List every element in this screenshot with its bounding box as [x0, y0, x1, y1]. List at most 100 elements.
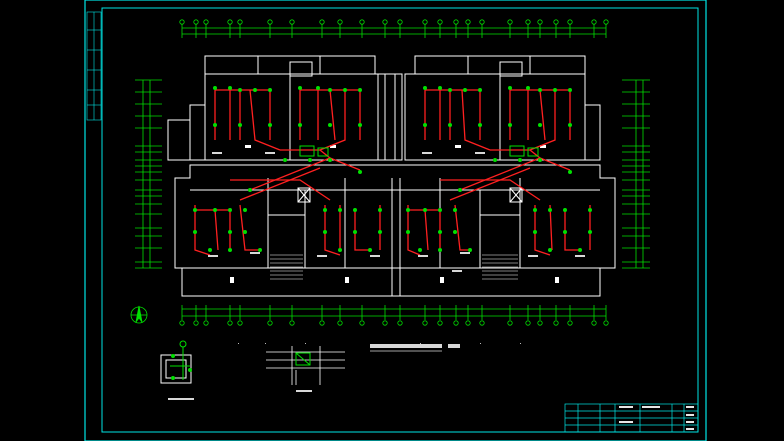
- outer-sheet-border: [84, 0, 707, 441]
- fixture-dot: [438, 248, 442, 252]
- fixture-dot: [463, 88, 467, 92]
- axis-bubble: [437, 19, 443, 25]
- detail-1: [160, 340, 194, 400]
- fixture-dot: [238, 123, 242, 127]
- fixture-dot: [468, 248, 472, 252]
- fixture-dot: [228, 248, 232, 252]
- fixture-dot: [568, 123, 572, 127]
- axis-bubble: [337, 320, 343, 326]
- fixture-dot: [453, 230, 457, 234]
- room-labels: [208, 152, 585, 272]
- fixture-dot: [563, 230, 567, 234]
- fixture-dot: [588, 230, 592, 234]
- fixture-dot: [378, 208, 382, 212]
- fixture-dot: [323, 230, 327, 234]
- fixture-dot: [228, 208, 232, 212]
- fixture-dot: [316, 86, 320, 90]
- distribution-panels: [299, 145, 539, 157]
- axis-bubble: [237, 320, 243, 326]
- axis-bubble: [567, 19, 573, 25]
- axis-bubble: [319, 320, 325, 326]
- fixture-dot: [406, 208, 410, 212]
- fixture-dot: [548, 208, 552, 212]
- building-walls: [167, 55, 616, 297]
- fixture-dot: [338, 208, 342, 212]
- bottom-dimension-line: [179, 305, 609, 326]
- fixture-dot: [453, 208, 457, 212]
- axis-bubble: [382, 19, 388, 25]
- fixture-dot: [438, 230, 442, 234]
- axis-bubble: [179, 19, 185, 25]
- fixture-dot: [283, 158, 287, 162]
- axis-bubble: [465, 320, 471, 326]
- axis-bubble: [479, 19, 485, 25]
- fixture-dot: [298, 86, 302, 90]
- axis-bubble: [553, 19, 559, 25]
- axis-bubble: [591, 320, 597, 326]
- axis-bubble: [537, 19, 543, 25]
- title-block: [564, 403, 699, 433]
- fixture-dot: [538, 123, 542, 127]
- detail-2: [266, 346, 345, 392]
- fixture-dot: [253, 88, 257, 92]
- fixture-dot: [258, 248, 262, 252]
- fixture-dot: [423, 123, 427, 127]
- fixture-dot: [478, 88, 482, 92]
- axis-bubble: [553, 320, 559, 326]
- fixture-dot: [548, 248, 552, 252]
- axis-bubble: [267, 320, 273, 326]
- axis-bubble: [422, 19, 428, 25]
- axis-bubble: [359, 320, 365, 326]
- inner-sheet-border: [101, 7, 699, 433]
- left-dimension-line: [135, 79, 162, 269]
- fixture-dot: [563, 208, 567, 212]
- axis-bubble: [537, 320, 543, 326]
- axis-bubble: [397, 19, 403, 25]
- fixture-dot: [328, 123, 332, 127]
- fixture-dot: [243, 230, 247, 234]
- fixture-dot: [308, 158, 312, 162]
- scale-dots: [238, 343, 521, 344]
- fixture-dot: [478, 123, 482, 127]
- fixture-dot: [438, 208, 442, 212]
- axis-bubble: [603, 320, 609, 326]
- fixture-dot: [526, 86, 530, 90]
- axis-bubble: [319, 19, 325, 25]
- axis-bubble: [337, 19, 343, 25]
- axis-bubble: [567, 320, 573, 326]
- fixture-dot: [323, 208, 327, 212]
- fixture-dot: [213, 123, 217, 127]
- fixture-dot: [228, 230, 232, 234]
- fixture-dot: [193, 230, 197, 234]
- fixture-dot: [368, 248, 372, 252]
- fixture-dot: [538, 158, 542, 162]
- plan-title-block: [370, 344, 460, 352]
- axis-bubble: [203, 320, 209, 326]
- axis-bubble: [227, 19, 233, 25]
- fixture-dot: [243, 208, 247, 212]
- fixture-dot: [423, 86, 427, 90]
- fixture-dot: [458, 188, 462, 192]
- axis-bubble: [603, 19, 609, 25]
- fixture-dot: [508, 86, 512, 90]
- fixture-dot: [538, 88, 542, 92]
- fixture-dot: [378, 230, 382, 234]
- axis-bubble: [437, 320, 443, 326]
- fixture-dot: [328, 88, 332, 92]
- axis-bubble: [397, 320, 403, 326]
- fixture-dot: [568, 170, 572, 174]
- fixture-dot: [248, 188, 252, 192]
- right-dimension-line: [622, 79, 650, 269]
- axis-bubble: [227, 320, 233, 326]
- fixture-dot: [448, 123, 452, 127]
- north-arrow-icon: [130, 305, 148, 324]
- fixture-dot: [358, 88, 362, 92]
- fixture-dot: [508, 123, 512, 127]
- fixture-dot: [228, 86, 232, 90]
- axis-bubble: [179, 320, 185, 326]
- axis-bubble: [422, 320, 428, 326]
- fixture-dot: [553, 88, 557, 92]
- fixture-dot: [268, 88, 272, 92]
